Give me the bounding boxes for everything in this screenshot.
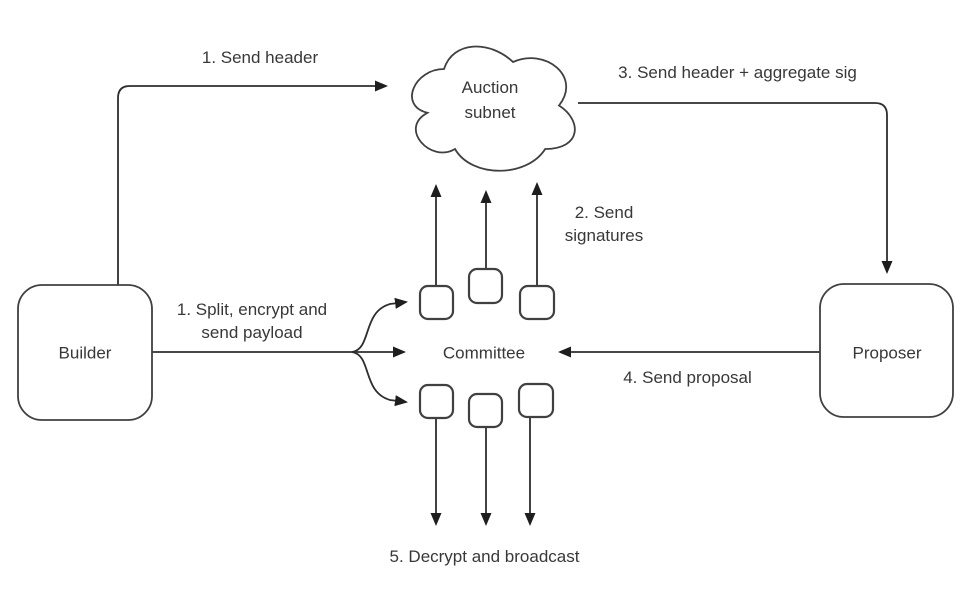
builder-node	[17, 284, 153, 421]
edge-label-decrypt-broadcast: 5. Decrypt and broadcast	[389, 547, 580, 566]
auction-subnet-label-line2: subnet	[464, 103, 516, 122]
edge-label-send-header-aggregate-sig: 3. Send header + aggregate sig	[618, 63, 857, 82]
edge-label-send-signatures-line2: signatures	[564, 226, 644, 245]
edge-label-split-encrypt-payload-line1: 1. Split, encrypt and	[176, 300, 328, 319]
committee-member-square	[467, 267, 504, 305]
edge-label-split-encrypt-payload-line2: send payload	[201, 323, 303, 342]
auction-subnet-label: Auction subnet	[462, 75, 519, 125]
edge-label-send-signatures-line1: 2. Send	[574, 203, 634, 222]
committee-label: Committee	[442, 343, 526, 363]
proposer-label: Proposer	[852, 343, 922, 363]
edge-label-split-encrypt-payload: 1. Split, encrypt and send payload	[158, 298, 346, 344]
edge-label-send-proposal: 4. Send proposal	[623, 368, 752, 387]
committee-member-square	[518, 284, 556, 321]
committee-member-square	[517, 382, 555, 419]
edge-label-send-header: 1. Send header	[201, 48, 319, 67]
committee-member-square	[467, 392, 504, 429]
auction-subnet-label-line1: Auction	[461, 78, 519, 97]
edge-label-send-signatures: 2. Send signatures	[548, 201, 660, 247]
arrow-split-payload-top	[351, 297, 408, 353]
arrow-split-payload-bottom	[351, 351, 408, 407]
proposer-node	[819, 283, 954, 418]
arrow-send-header	[117, 80, 388, 285]
committee-member-square	[418, 383, 455, 420]
arrow-send-header-aggregate-sig	[578, 102, 893, 274]
auction-subnet-cloud	[411, 45, 576, 172]
committee-member-square	[418, 284, 455, 321]
builder-label: Builder	[58, 343, 112, 363]
